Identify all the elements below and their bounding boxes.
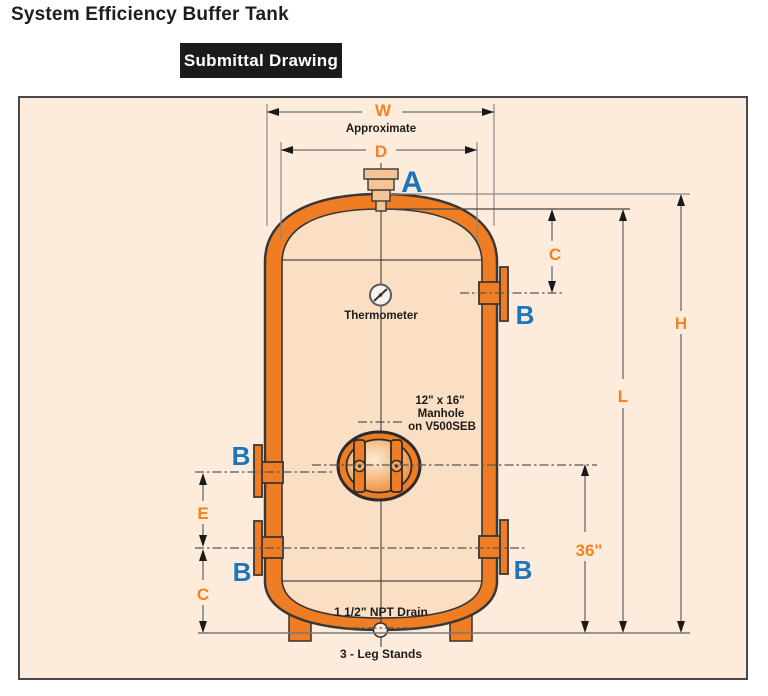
connection-label-a: A xyxy=(401,166,423,199)
dim-label-36: 36" xyxy=(576,541,603,560)
buffer-tank-drawing: W Approximate D A B B B B C C E H L 36" … xyxy=(18,96,748,680)
nozzle-lower-right xyxy=(478,519,509,575)
extension-lines xyxy=(198,104,690,634)
banner-label: Submittal Drawing xyxy=(183,50,339,70)
dimension-arrows xyxy=(199,108,685,633)
leg-stands-label: 3 - Leg Stands xyxy=(340,647,422,661)
connection-label-b-upper-right: B xyxy=(516,300,535,330)
dim-label-c-right: C xyxy=(549,245,561,264)
manhole-label-size: 12" x 16" xyxy=(415,395,464,407)
connection-label-b-upper-left: B xyxy=(232,441,251,471)
manhole-label-model: on V500SEB xyxy=(408,421,476,433)
page-title: System Efficiency Buffer Tank xyxy=(11,4,289,25)
connection-label-b-lower-right: B xyxy=(514,555,533,585)
manhole-label-name: Manhole xyxy=(418,408,465,420)
top-fitting-a xyxy=(363,168,399,212)
dim-label-l: L xyxy=(618,387,628,406)
drain-connection xyxy=(372,622,389,638)
dim-label-w: W xyxy=(375,101,392,120)
dimension-lines xyxy=(202,111,682,627)
drain-label: 1 1/2" NPT Drain xyxy=(334,605,428,619)
dim-note-approximate: Approximate xyxy=(346,123,416,135)
centerlines xyxy=(195,292,597,629)
connection-label-b-lower-left: B xyxy=(233,557,252,587)
submittal-drawing-area: W Approximate D A B B B B C C E H L 36" … xyxy=(18,96,748,680)
dim-label-c-left: C xyxy=(197,585,209,604)
tank-inner-cavity xyxy=(281,208,483,619)
dim-label-h: H xyxy=(675,314,687,333)
submittal-drawing-banner: Submittal Drawing xyxy=(180,43,342,78)
thermometer-label: Thermometer xyxy=(344,310,418,322)
tank-shell xyxy=(263,192,499,632)
dim-label-d: D xyxy=(375,142,387,161)
dim-label-e: E xyxy=(197,504,208,523)
manhole xyxy=(336,430,422,502)
thermometer-icon xyxy=(369,283,392,307)
